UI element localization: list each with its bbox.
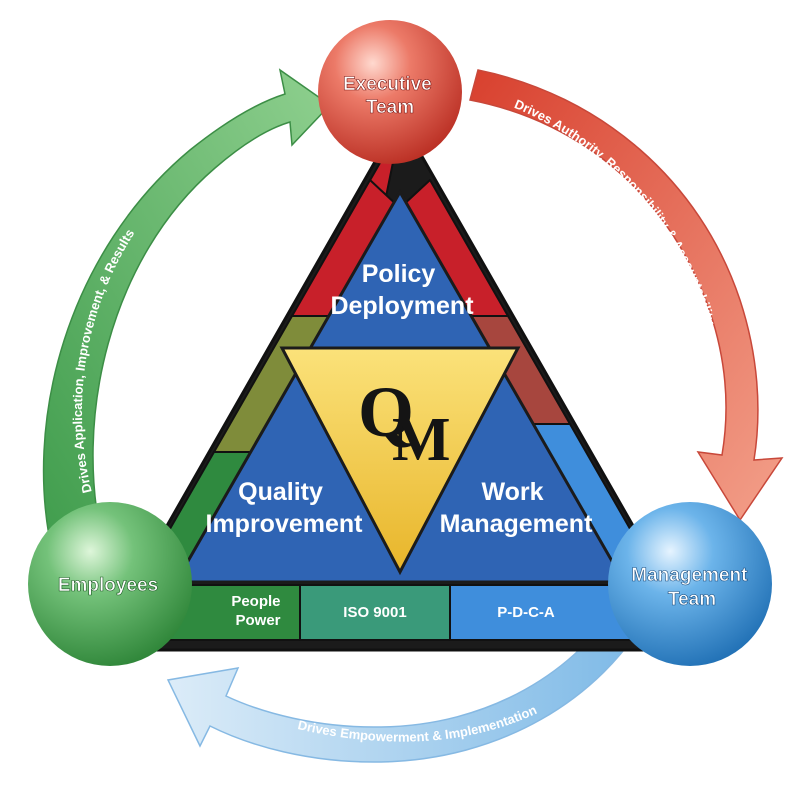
employees-sphere [28,502,192,666]
employees-label: Employees [58,575,158,596]
executive-team-label: Executive Team [343,74,437,118]
executive-team-sphere [318,20,462,164]
focused-areas-label: Focused Areas [534,297,597,372]
green-cycle-arrow [42,68,332,561]
policy-deployment-label: Policy Deployment [330,260,474,320]
work-management-label: Work Management [440,478,593,538]
people-power-label: People Power [231,593,284,629]
quality-improvement-label: Quality Improvement [206,478,364,538]
management-team-label: Management Team [631,565,752,610]
qm-logo-m: M [392,406,451,474]
pdca-label: P-D-C-A [497,604,555,621]
qm-logo-q: Q [358,372,414,452]
qm-logo-triangle [279,346,521,576]
qm-logo: Q M [358,372,451,474]
blue-cycle-arrow [166,594,652,763]
iso-9001-label: ISO 9001 [343,604,406,621]
management-team-sphere [608,502,772,666]
